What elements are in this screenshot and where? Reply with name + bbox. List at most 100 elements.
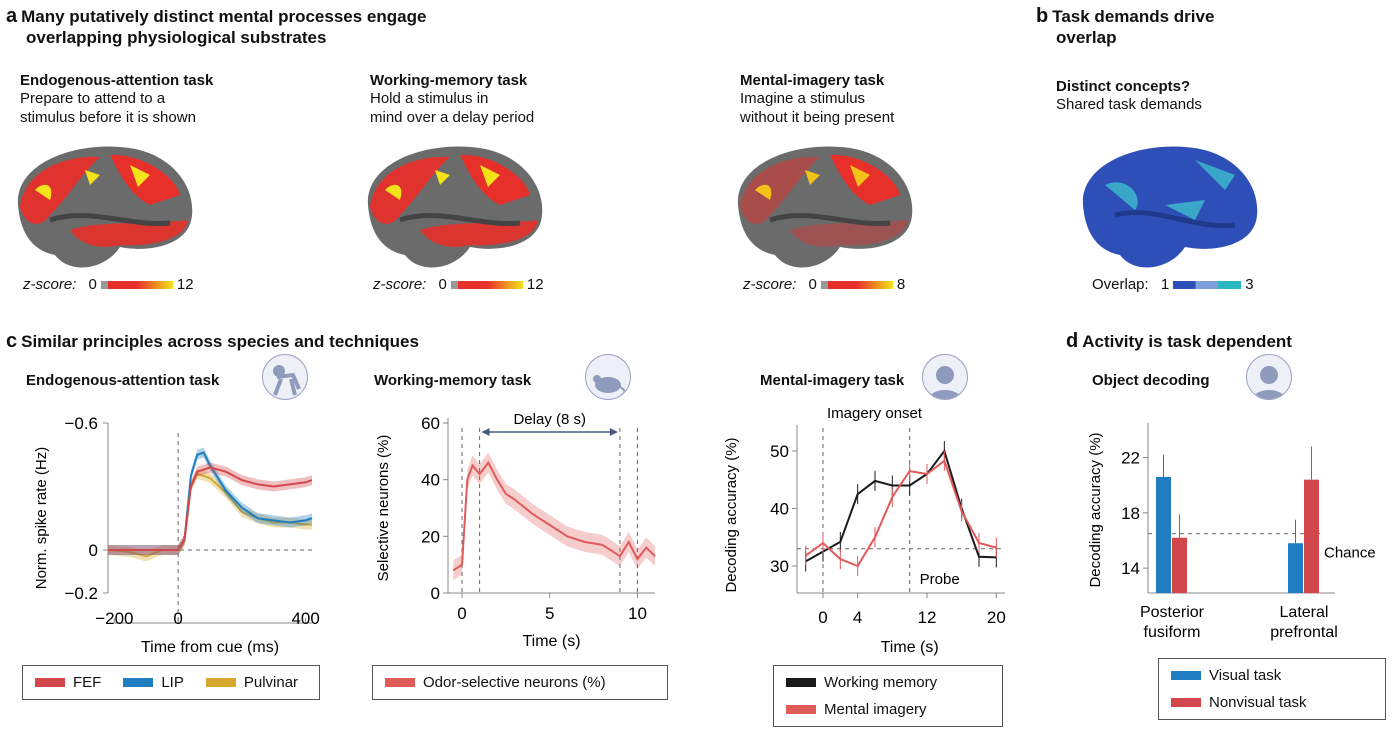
category-label: Lateral [1280,604,1329,621]
x-tick-label: −200 [95,609,133,628]
category-label: Posterior [1140,604,1205,621]
y-tick-label: 22 [1121,449,1140,468]
task-name: Mental-imagery task [740,72,885,89]
arrow-head [481,428,490,436]
subtitle-desc: Shared task demands [1056,96,1202,113]
x-axis-label: Time (s) [881,639,939,656]
x-tick-label: 400 [291,609,319,628]
panel-letter: b [1036,5,1049,27]
title-line: Activity is task dependent [1082,332,1292,351]
panel-b-subtitle: Distinct concepts? Shared task demands [1056,78,1202,114]
legend-item: FEF [35,674,101,691]
chart-legend: FEF LIP Pulvinar [22,665,320,700]
x-tick-label: 12 [918,608,937,627]
legend-item: Visual task [1171,667,1373,684]
chart-legend: Odor-selective neurons (%) [372,665,668,700]
delay-label: Delay (8 s) [513,411,586,428]
colorbar-min: 0 [808,276,817,293]
legend-label: Odor-selective neurons (%) [423,674,606,691]
y-axis-label: Decoding accuracy (%) [1087,432,1104,587]
x-axis-label: Time (s) [522,633,580,650]
subtitle: Mental-imagery task [760,372,905,389]
y-tick-label: 18 [1121,504,1140,523]
y-tick-label: 40 [770,500,789,519]
legend-label: FEF [73,674,102,691]
y-tick-label: 0 [89,541,98,560]
y-tick-label: 20 [421,527,440,546]
panel-letter: a [6,5,18,27]
mouse-icon [585,354,631,400]
odor-selective-line [452,460,656,572]
legend-swatch [123,678,154,687]
task-desc: without it being present [740,109,895,126]
zscore-colorbar: z-score: 0 8 [743,276,905,293]
x-tick-label: 20 [987,608,1006,627]
colorbar-max: 12 [526,276,544,293]
legend-swatch [35,678,65,687]
brain-overlap-map [1082,146,1258,268]
colorbar-label: Overlap: [1092,276,1149,293]
colorbar [100,280,173,289]
title-line: Task demands drive [1052,7,1215,26]
colorbar-max: 3 [1245,276,1254,293]
colorbar [820,280,893,289]
odor-selective-error-band [453,452,655,581]
subtitle: Object decoding [1092,372,1210,389]
y-tick-label: 60 [421,414,440,433]
y-tick-label: 50 [770,442,789,461]
title-line: overlap [1056,28,1117,47]
legend-label: Pulvinar [243,674,299,691]
x-tick-label: 5 [545,604,554,623]
title-line: overlapping physiological substrates [26,28,327,47]
series-line-pulvinar [107,472,312,558]
y-axis-label: Norm. spike rate (Hz) [33,447,50,590]
legend-item: Pulvinar [205,674,299,691]
brain-activation-map [737,146,913,268]
legend-item: Nonvisual task [1171,694,1373,711]
y-tick-label: −0.2 [64,584,98,603]
x-axis-label: Time from cue (ms) [141,639,279,656]
chance-label: Chance [1324,545,1376,562]
brain-activation-map [17,146,193,268]
legend-label: Mental imagery [824,701,927,718]
legend-swatch [786,705,816,714]
bar-visual-task [1288,543,1303,593]
zscore-colorbar: z-score: 0 12 [23,276,194,293]
x-tick-label: 0 [457,604,466,623]
panel-letter: c [6,330,18,352]
task-desc: Hold a stimulus in [370,90,489,107]
colorbar [450,280,523,289]
subtitle: Working-memory task [374,372,532,389]
overlap-colorbar: Overlap: 1 3 [1092,276,1254,293]
task-heading: Working-memory task Hold a stimulus in m… [370,72,534,127]
legend-item: Mental imagery [786,701,990,718]
x-tick-label: 0 [818,608,827,627]
legend-label: LIP [161,674,184,691]
human-head-icon [1246,354,1292,400]
y-tick-label: 14 [1121,559,1140,578]
colorbar [1173,280,1242,289]
mental-imagery-line [805,459,997,568]
task-name: Working-memory task [370,72,528,89]
legend-label: Visual task [1209,667,1282,684]
y-tick-label: −0.6 [64,414,98,433]
legend-item: Working memory [786,674,990,691]
legend-label: Working memory [824,674,938,691]
legend-swatch [1171,671,1201,680]
human-head-icon [922,354,968,400]
task-desc: Prepare to attend to a [20,90,166,107]
arrow-head [609,428,618,436]
legend-swatch [385,678,415,687]
legend-swatch [205,678,236,687]
bar-visual-task [1156,476,1171,593]
monkey-icon [262,354,308,400]
task-desc: mind over a delay period [370,109,535,126]
y-axis-label: Decoding accuracy (%) [723,437,740,592]
y-tick-label: 40 [421,471,440,490]
task-desc: Imagine a stimulus [740,90,866,107]
colorbar-min: 1 [1160,276,1170,293]
